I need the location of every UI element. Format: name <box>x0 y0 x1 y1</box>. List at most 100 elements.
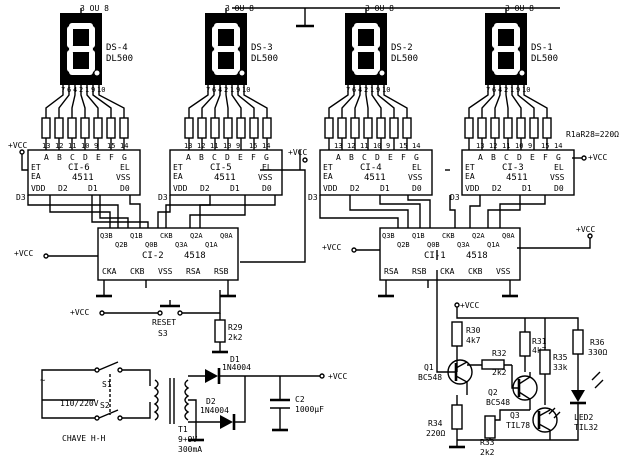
decoder-pin-number: 13 <box>184 142 192 150</box>
decoder-name: CI-6 <box>68 163 90 173</box>
resistor <box>119 117 129 139</box>
svg-text:1000µF: 1000µF <box>295 405 324 414</box>
counter-pin-label: RSB <box>412 267 427 276</box>
svg-text:R35: R35 <box>553 353 568 362</box>
resistor-lead-top <box>71 85 76 118</box>
svg-text:330Ω: 330Ω <box>588 348 607 357</box>
resistor-r29: R29 2k2 <box>212 313 243 354</box>
resistor-lead-top <box>92 85 112 118</box>
resistor-lead-top <box>45 85 64 118</box>
counter-pin-label: CKB <box>442 232 455 240</box>
decoder-label: D0 <box>120 184 130 193</box>
decoder-label: VSS <box>116 173 131 182</box>
vcc-markers: +VCC +VCC +VCC +VCC +VCC +VCC +VCC <box>8 141 607 317</box>
resistor-lead-top <box>383 85 408 118</box>
decoder-segment-letter: G <box>264 153 269 162</box>
counter-pin-label: Q2A <box>190 232 203 240</box>
counter-pin-label: VSS <box>496 267 511 276</box>
resistor-lead-top <box>468 85 489 118</box>
decoder-segment-letter: F <box>401 153 406 162</box>
resistor <box>236 117 246 139</box>
svg-text:S2: S2 <box>100 401 110 410</box>
svg-text:+VCC: +VCC <box>322 243 341 252</box>
decoder-body <box>27 149 141 196</box>
decoder-pin-number: 15 <box>107 142 115 150</box>
svg-text:33k: 33k <box>553 363 568 372</box>
svg-text:+VCC: +VCC <box>576 225 595 234</box>
decoder-segment-letter: A <box>186 153 191 162</box>
decoder-label: VSS <box>550 173 565 182</box>
svg-text:Q3: Q3 <box>510 411 520 420</box>
resistor <box>503 117 513 139</box>
decoder-segment-letter: D <box>517 153 522 162</box>
resistor-lead-top <box>481 85 495 118</box>
decoder-label: VDD <box>31 184 46 193</box>
counter-pin-label: CKB <box>468 267 483 276</box>
resistor-lead-top <box>517 85 535 118</box>
counter-pin-label: CKB <box>130 267 145 276</box>
decoder-label: D3 <box>16 193 26 202</box>
resistor-lead-top <box>237 85 255 118</box>
svg-text:CHAVE H-H: CHAVE H-H <box>62 434 106 443</box>
display-dp <box>519 70 525 76</box>
counter-pin-label: Q0A <box>220 232 233 240</box>
decoder-label: D1 <box>88 184 98 193</box>
svg-text:+VCC: +VCC <box>14 249 33 258</box>
svg-text:+VCC: +VCC <box>588 153 607 162</box>
resistor <box>389 117 399 139</box>
svg-text:D1: D1 <box>230 355 240 364</box>
resistor <box>249 117 259 139</box>
resistor-lead-top <box>523 85 548 118</box>
decoder-segment-letter: C <box>362 153 367 162</box>
decoder-label: ET <box>323 163 333 172</box>
counter-pin-label: Q1B <box>130 232 143 240</box>
resistor-lead-top <box>494 85 501 118</box>
svg-text:R34: R34 <box>428 419 443 428</box>
decoder-pin-number: 13 <box>42 142 50 150</box>
svg-text:R31: R31 <box>532 337 547 346</box>
resistor <box>184 117 194 139</box>
decoder-label: EA <box>323 172 333 181</box>
decoder-segment-letter: D <box>83 153 88 162</box>
svg-text:TIL78: TIL78 <box>506 421 530 430</box>
decoder-segment-letter: A <box>44 153 49 162</box>
svg-text:RESET: RESET <box>152 318 176 327</box>
svg-text:1N4004: 1N4004 <box>200 406 229 415</box>
decoder-label: D1 <box>230 184 240 193</box>
decoder-pin-number: 11 <box>68 142 76 150</box>
display-id: DS-3 <box>251 43 273 53</box>
counter-pin-label: Q2B <box>115 241 128 249</box>
svg-text:Q1: Q1 <box>424 363 434 372</box>
decoder-label: D0 <box>412 184 422 193</box>
decoder-label: ET <box>465 163 475 172</box>
resistor <box>210 117 220 139</box>
resistor <box>337 117 347 139</box>
resistor <box>490 117 500 139</box>
resistor-lead-top <box>377 85 395 118</box>
bus-wiring <box>27 150 546 263</box>
display-type: DL500 <box>531 54 558 64</box>
decoder-segment-letter: E <box>388 153 393 162</box>
display-common-label: 3 OU 8 <box>505 4 534 13</box>
svg-text:300mA: 300mA <box>178 445 202 454</box>
display-id: DS-2 <box>391 43 413 53</box>
svg-text:~: ~ <box>40 376 46 386</box>
svg-text:Q2: Q2 <box>488 388 498 397</box>
decoder-label: EA <box>31 172 41 181</box>
svg-text:+VCC: +VCC <box>460 301 479 310</box>
decoder-segment-letter: A <box>478 153 483 162</box>
sensor-circuit: +VCC R30 4k7 Q1 BC548 R31 4k7 R32 2k2 Q2… <box>418 250 607 457</box>
decoder-segment-letter: D <box>225 153 230 162</box>
decoder-pin-number: 10 <box>373 142 381 150</box>
decoder-segment-letter: D <box>375 153 380 162</box>
display-pin-number: 10 <box>522 86 530 94</box>
display-common-label: 3 OU 8 <box>365 4 394 13</box>
display-pin-number: 10 <box>242 86 250 94</box>
counter-part: 4518 <box>466 251 488 261</box>
decoder-pin-number: 12 <box>197 142 205 150</box>
